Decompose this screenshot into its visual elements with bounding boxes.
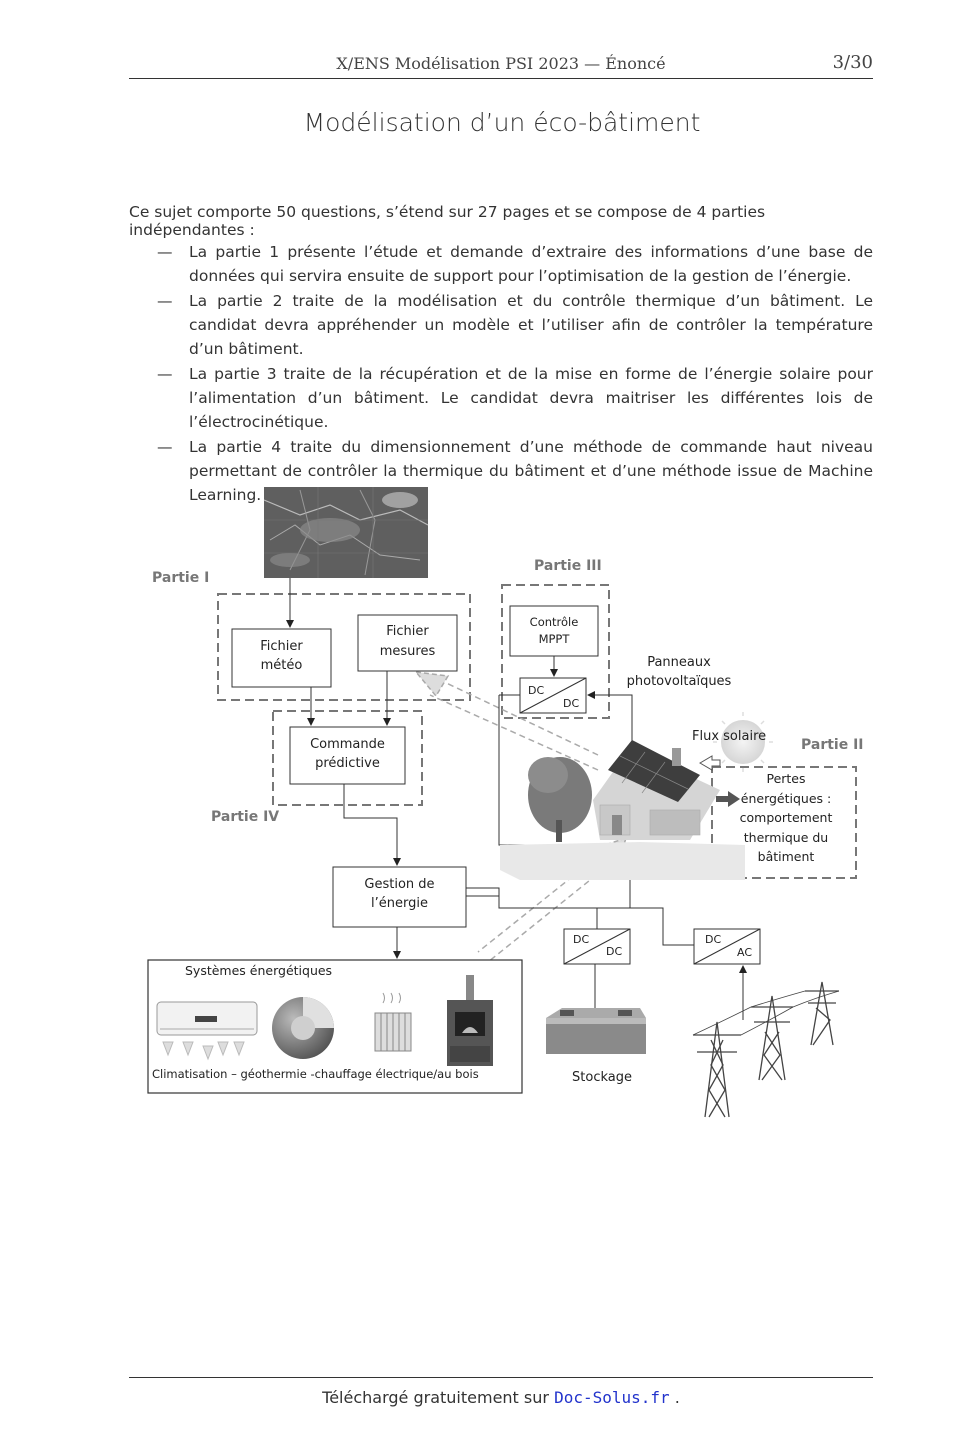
partie3-group xyxy=(501,584,610,719)
partie1-label: Partie I xyxy=(152,570,209,586)
fichier-mesures-line2: mesures xyxy=(380,644,436,659)
parts-list: — La partie 1 présente l’étude et demande… xyxy=(157,240,873,508)
list-dash: — xyxy=(157,438,173,456)
mppt-line1: Contrôle xyxy=(530,615,579,629)
pertes-line5: bâtiment xyxy=(758,849,815,864)
gestion-box xyxy=(332,866,467,928)
dc-dc-converter-storage: DC DC xyxy=(563,928,631,965)
commande-line1: Commande xyxy=(310,737,385,752)
fichier-meteo-line1: Fichier xyxy=(260,639,303,654)
page-number: 3/30 xyxy=(832,52,873,73)
list-item-text: La partie 3 traite de la récupération et… xyxy=(189,365,873,431)
list-item: — La partie 3 traite de la récupération e… xyxy=(157,362,873,434)
arrow-out-icon xyxy=(716,791,740,807)
svg-text:AC: AC xyxy=(737,946,752,959)
pertes-line4: thermique du xyxy=(744,830,828,845)
partie1-group xyxy=(217,593,471,701)
header-title: X/ENS Modélisation PSI 2023 — Énoncé xyxy=(336,54,666,73)
stockage-label: Stockage xyxy=(572,1070,632,1085)
energy-systems-caption: Climatisation – géothermie -chauffage él… xyxy=(152,1067,479,1081)
gestion-line2: l’énergie xyxy=(371,896,428,911)
electric-radiator-icon xyxy=(374,992,412,1052)
house-illustration xyxy=(500,740,745,880)
gestion-line1: Gestion de xyxy=(364,877,434,892)
list-item: — La partie 1 présente l’étude et demande… xyxy=(157,240,873,288)
svg-text:DC: DC xyxy=(705,933,721,946)
sun-icon xyxy=(713,712,773,772)
footer-suffix: . xyxy=(674,1388,680,1407)
partie2-group xyxy=(711,766,857,879)
intro-paragraph: Ce sujet comporte 50 questions, s’étend … xyxy=(129,203,766,239)
earth-core-icon xyxy=(272,997,334,1059)
page-footer: Téléchargé gratuitement sur Doc-Solus.fr… xyxy=(129,1377,873,1407)
panneaux-line2: photovoltaïques xyxy=(627,674,732,689)
partie2-label: Partie II xyxy=(801,737,864,753)
arrow-in-icon xyxy=(699,755,721,771)
list-item: — La partie 4 traite du dimensionnement d… xyxy=(157,435,873,507)
air-conditioner-icon xyxy=(156,1001,258,1061)
partie4-label: Partie IV xyxy=(211,809,279,825)
fichier-meteo-line2: météo xyxy=(261,658,303,673)
svg-text:DC: DC xyxy=(606,945,622,958)
wood-stove-icon xyxy=(447,975,493,1066)
partie3-label: Partie III xyxy=(534,558,602,574)
panneaux-line1: Panneaux xyxy=(647,655,711,670)
dc-ac-converter: DC AC xyxy=(693,928,761,965)
power-grid-icon xyxy=(692,981,840,1118)
list-dash: — xyxy=(157,292,173,310)
mppt-box xyxy=(509,605,599,657)
system-diagram: Partie I Partie III Partie II Partie IV … xyxy=(147,487,864,1118)
doc-solus-link[interactable]: Doc-Solus.fr xyxy=(554,1388,670,1407)
list-item: — La partie 2 traite de la modélisation e… xyxy=(157,289,873,361)
svg-text:DC: DC xyxy=(573,933,589,946)
commande-line2: prédictive xyxy=(315,756,380,771)
list-item-text: La partie 4 traite du dimensionnement d’… xyxy=(189,438,873,504)
flux-solaire-label: Flux solaire xyxy=(692,729,766,744)
page-title: Modélisation d’un éco-bâtiment xyxy=(303,108,701,137)
pertes-line1: Pertes xyxy=(766,771,805,786)
battery-icon xyxy=(546,1008,646,1054)
mppt-line2: MPPT xyxy=(539,632,571,646)
page-header: X/ENS Modélisation PSI 2023 — Énoncé 3/3… xyxy=(129,52,873,79)
list-item-text: La partie 2 traite de la modélisation et… xyxy=(189,292,873,358)
satellite-image xyxy=(263,487,429,578)
list-dash: — xyxy=(157,243,173,261)
commande-box xyxy=(289,726,406,785)
footer-prefix: Téléchargé gratuitement sur xyxy=(322,1388,549,1407)
list-dash: — xyxy=(157,365,173,383)
fichier-mesures-line1: Fichier xyxy=(386,624,429,639)
dc-dc-converter-pv: DC DC xyxy=(519,677,587,714)
pertes-line3: comportement xyxy=(740,810,833,825)
fichier-meteo-box xyxy=(231,628,332,688)
fichier-mesures-box xyxy=(357,614,458,672)
list-item-text: La partie 1 présente l’étude et demande … xyxy=(189,243,873,285)
energy-systems-title: Systèmes énergétiques xyxy=(185,963,332,978)
svg-text:DC: DC xyxy=(528,684,544,697)
svg-text:DC: DC xyxy=(563,697,579,710)
partie4-group xyxy=(272,710,423,806)
pertes-line2: énergétiques : xyxy=(741,791,831,806)
